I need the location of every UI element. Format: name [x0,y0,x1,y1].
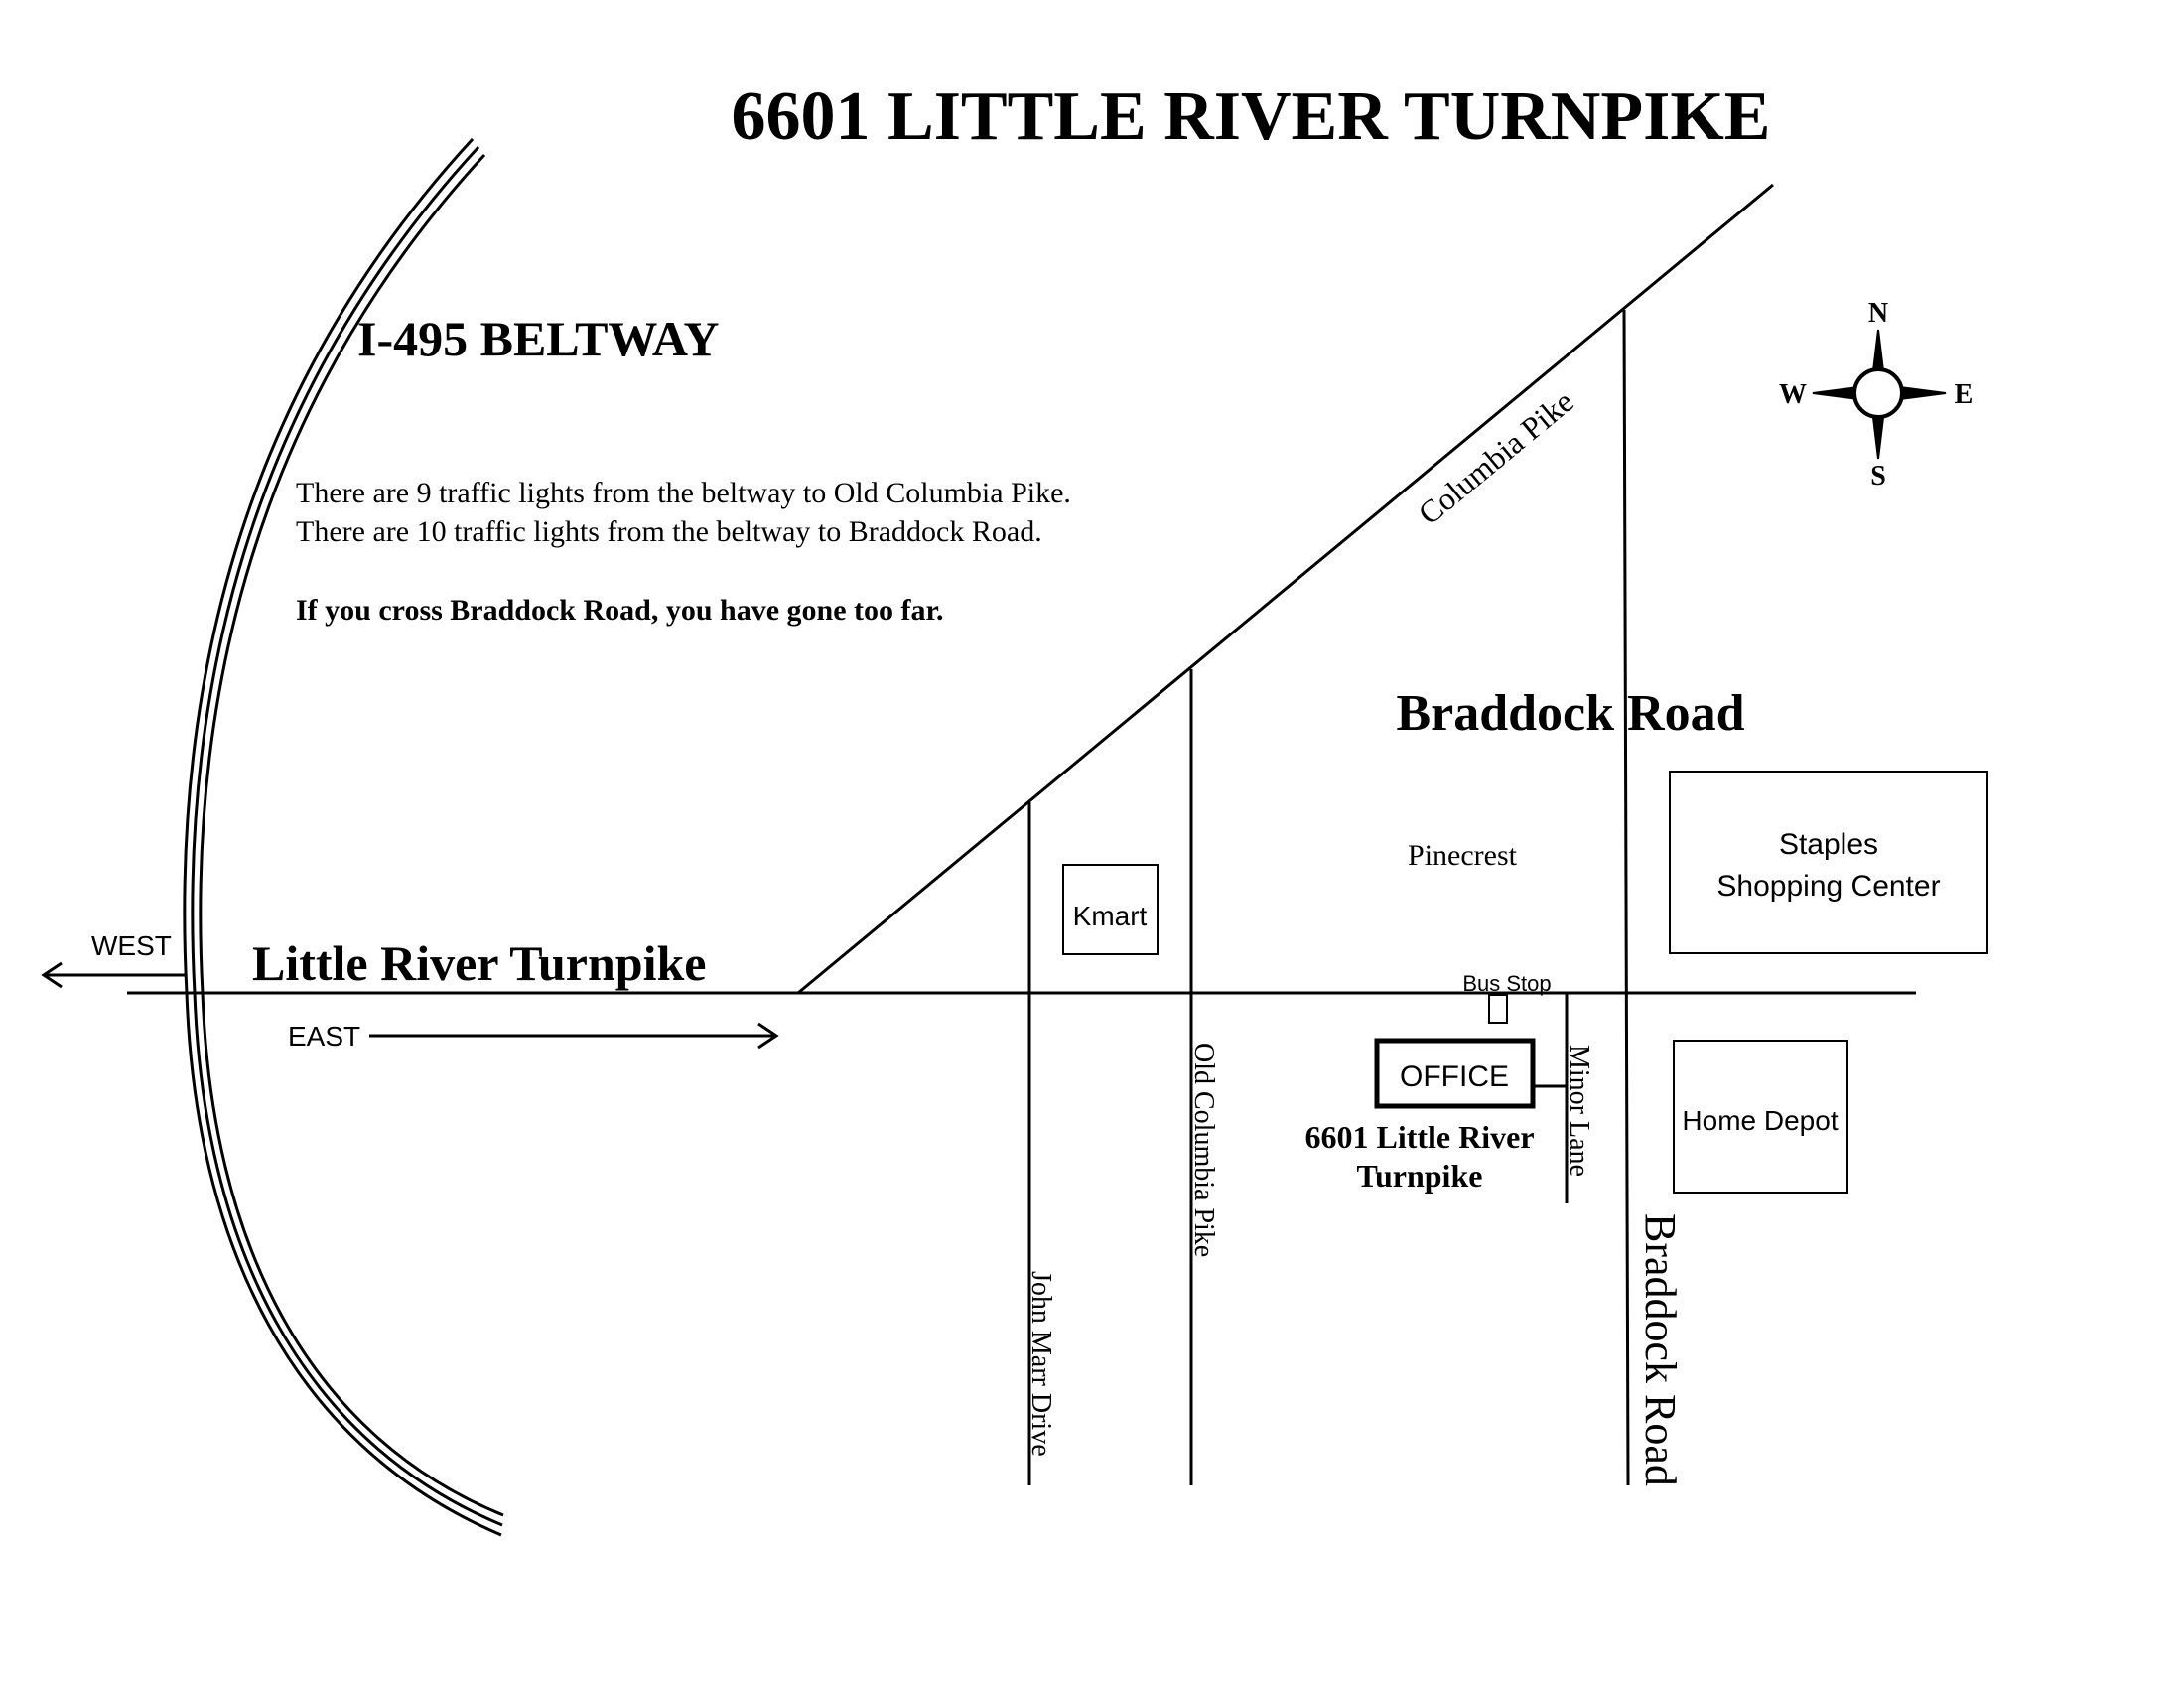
beltway-road [183,137,504,1537]
little-river-turnpike-label: Little River Turnpike [252,935,706,991]
compass-rose-icon [1812,329,1947,460]
columbia-pike-road [797,183,1774,995]
beltway-label: I-495 BELTWAY [357,311,720,366]
braddock-road-road [1622,309,1630,1486]
note-line-2: There are 10 traffic lights from the bel… [296,515,1042,548]
pinecrest-label: Pinecrest [1408,839,1518,872]
kmart-label: Kmart [1073,901,1148,931]
braddock-road-label: Braddock Road [1396,685,1744,742]
east-label: EAST [288,1021,360,1052]
kmart-building [1062,864,1159,955]
compass-south-label: S [1870,461,1886,492]
west-arrow-icon [41,961,185,989]
braddock-road-vertical-label: Braddock Road [1636,1213,1685,1486]
minor-lane-label: Minor Lane [1564,1045,1594,1177]
compass-east-label: E [1955,379,1974,410]
old-columbia-pike-label: Old Columbia Pike [1188,1043,1219,1257]
john-marr-drive-label: John Marr Drive [1025,1271,1056,1457]
note-line-1: There are 9 traffic lights from the belt… [296,477,1071,509]
map-title: 6601 LITTLE RIVER TURNPIKE [732,78,1771,155]
east-arrow-icon [369,1022,779,1050]
note-warning: If you cross Braddock Road, you have gon… [296,594,944,627]
bus-stop-marker [1488,994,1508,1024]
bus-stop-label: Bus Stop [1462,971,1551,996]
minor-lane-road [1533,993,1569,1203]
home-depot-building [1673,1040,1848,1194]
staples-building [1669,771,1988,954]
west-label: WEST [91,930,172,961]
office-address-line2: Turnpike [1357,1158,1483,1194]
staples-label-line1: Staples [1779,828,1878,861]
office-address-line1: 6601 Little River [1304,1119,1534,1155]
compass-west-label: W [1779,379,1807,410]
compass-north-label: N [1868,298,1888,329]
office-building [1374,1038,1536,1109]
home-depot-label: Home Depot [1682,1105,1838,1136]
columbia-pike-label: Columbia Pike [1412,383,1580,532]
office-label: OFFICE [1400,1060,1509,1093]
staples-label-line2: Shopping Center [1716,870,1940,903]
